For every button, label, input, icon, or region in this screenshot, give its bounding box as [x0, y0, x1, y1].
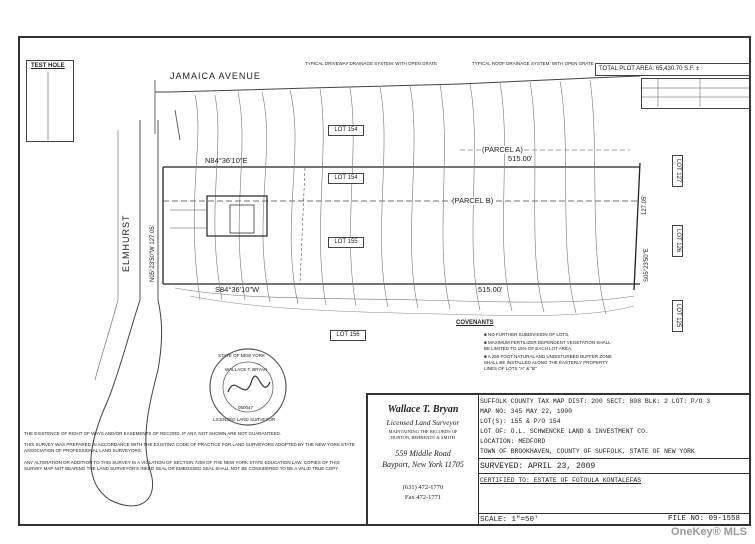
test-hole-box: TEST HOLE	[26, 60, 74, 142]
covenant-3: ■ A 250 FOOT NATURAL AND UNDISTURBED BUF…	[484, 354, 612, 371]
lot-126: LOT 126	[672, 225, 683, 257]
east-distance: 127.05'	[642, 195, 648, 216]
south-bearing: S84°36'10"W	[215, 285, 260, 294]
title-divider-2	[478, 473, 749, 474]
surveyor-address-2: Bayport, New York 11705	[382, 460, 464, 469]
north-distance: 515.00'	[508, 154, 533, 163]
elmhurst-label: ELMHURST	[121, 214, 131, 272]
covenant-1: ■ NO FURTHER SUBDIVISION OF LOTS.	[484, 332, 570, 337]
surveyed-row: SURVEYED: APRIL 23, 2009	[480, 462, 596, 471]
test-hole-title: TEST HOLE	[31, 63, 65, 69]
seal-bottom-text: LICENSED LAND SURVEYOR	[213, 417, 276, 422]
lot-154-top: LOT 154	[328, 125, 364, 136]
parcel-a-label: (PARCEL A)	[482, 145, 523, 154]
surveyor-block: Wallace T. Bryan Licensed Land Surveyor …	[368, 395, 479, 524]
lot-of-row: LOT OF: O.L. SCHWENCKE LAND & INVESTMENT…	[480, 428, 649, 435]
lot-127: LOT 127	[672, 155, 683, 187]
title-divider-1	[478, 458, 749, 459]
file-no: FILE NO: 09-1558	[668, 515, 741, 523]
lot-125: LOT 125	[672, 300, 683, 332]
elmhurst-avenue-curve	[90, 299, 163, 507]
note-3: ANY ALTERATION OR ADDITION TO THIS SURVE…	[24, 460, 340, 471]
lot-156: LOT 156	[330, 330, 366, 341]
east-bearing: S05°23'50"E	[644, 248, 650, 282]
surveyor-signature	[227, 375, 271, 393]
certified-row: CERTIFIED TO: ESTATE OF FOTOULA KONTALEF…	[480, 477, 642, 484]
surveyor-title: Licensed Land Surveyor	[386, 418, 460, 427]
surveyor-seal-outer	[209, 348, 287, 426]
lots-row: LOT(S): 155 & P/O 154	[480, 418, 561, 425]
jamaica-avenue-label: JAMAICA AVENUE	[170, 71, 261, 81]
garage-footprint	[229, 204, 255, 234]
covenants-title: COVENANTS	[456, 320, 494, 326]
plot-area-text: TOTAL PLOT AREA: 65,430.70 S.F. ±	[599, 66, 700, 72]
roof-drainage-title: TYPICAL ROOF DRAINAGE SYSTEM: WITH OPEN …	[472, 61, 594, 66]
plot-area-box: TOTAL PLOT AREA: 65,430.70 S.F. ±	[595, 63, 751, 76]
surveyor-seal-inner	[222, 361, 274, 413]
lot-155: LOT 155	[328, 237, 364, 248]
seal-number: 050047	[238, 405, 254, 410]
surveyor-name: Wallace T. Bryan	[387, 404, 459, 415]
surveyor-maint-1: MAINTAINING THE RECORDS OF	[388, 429, 458, 434]
house-footprint	[206, 195, 268, 237]
note-2: THIS SURVEY WAS PREPARED IN ACCORDANCE W…	[24, 442, 355, 453]
driveway-drainage-title: TYPICAL DRIVEWAY DRAINAGE SYSTEM: WITH O…	[305, 61, 438, 66]
lower-contour	[174, 287, 635, 303]
jamaica-avenue-line	[155, 75, 641, 93]
west-bearing: N05°23'50"W 127.05'	[150, 225, 156, 282]
map-no-row: MAP NO: 345 MAY 22, 1900	[480, 408, 573, 415]
surveyor-fax: Fax 472-1771	[404, 494, 442, 501]
location-row: LOCATION: MEDFORD	[480, 438, 546, 445]
lot-154: LOT 154	[328, 173, 364, 184]
surveyor-phone: (631) 472-1770	[402, 484, 444, 491]
title-block: Wallace T. Bryan Licensed Land Surveyor …	[366, 393, 751, 526]
watermark: OneKey® MLS	[671, 526, 747, 538]
east-property-line	[633, 162, 641, 291]
road-edge-left	[94, 130, 119, 381]
revision-table	[641, 78, 751, 109]
lower-contour-2	[189, 295, 635, 316]
note-1: THE EXISTENCE OF RIGHT OF WAYS AND/OR EA…	[24, 431, 281, 436]
north-bearing: N84°36'10"E	[205, 156, 248, 165]
town-row: TOWN OF BROOKHAVEN, COUNTY OF SUFFOLK, S…	[480, 448, 695, 455]
surveyor-maint-2: BURTON, BEHRENDT & SMITH	[390, 435, 456, 440]
seal-top-text: STATE OF NEW YORK	[218, 353, 266, 358]
seal-name: WALLACE T. BRYAN	[225, 367, 268, 372]
tax-map-row: SUFFOLK COUNTY TAX MAP DIST: 200 SECT: 8…	[480, 398, 711, 405]
parcel-b-label: (PARCEL B)	[452, 196, 494, 205]
surveyor-address-1: 559 Middle Road	[395, 449, 451, 458]
title-divider-3	[478, 513, 749, 514]
south-distance: 515.00'	[478, 285, 503, 294]
scale-row: SCALE: 1"=50'	[480, 516, 539, 524]
north-arrow	[174, 109, 181, 141]
buffer-line	[299, 167, 306, 285]
contour-lines	[193, 79, 607, 315]
covenant-2: ■ MAXIMUM FERTILIZER DEPENDENT VEGETATIO…	[484, 340, 611, 351]
